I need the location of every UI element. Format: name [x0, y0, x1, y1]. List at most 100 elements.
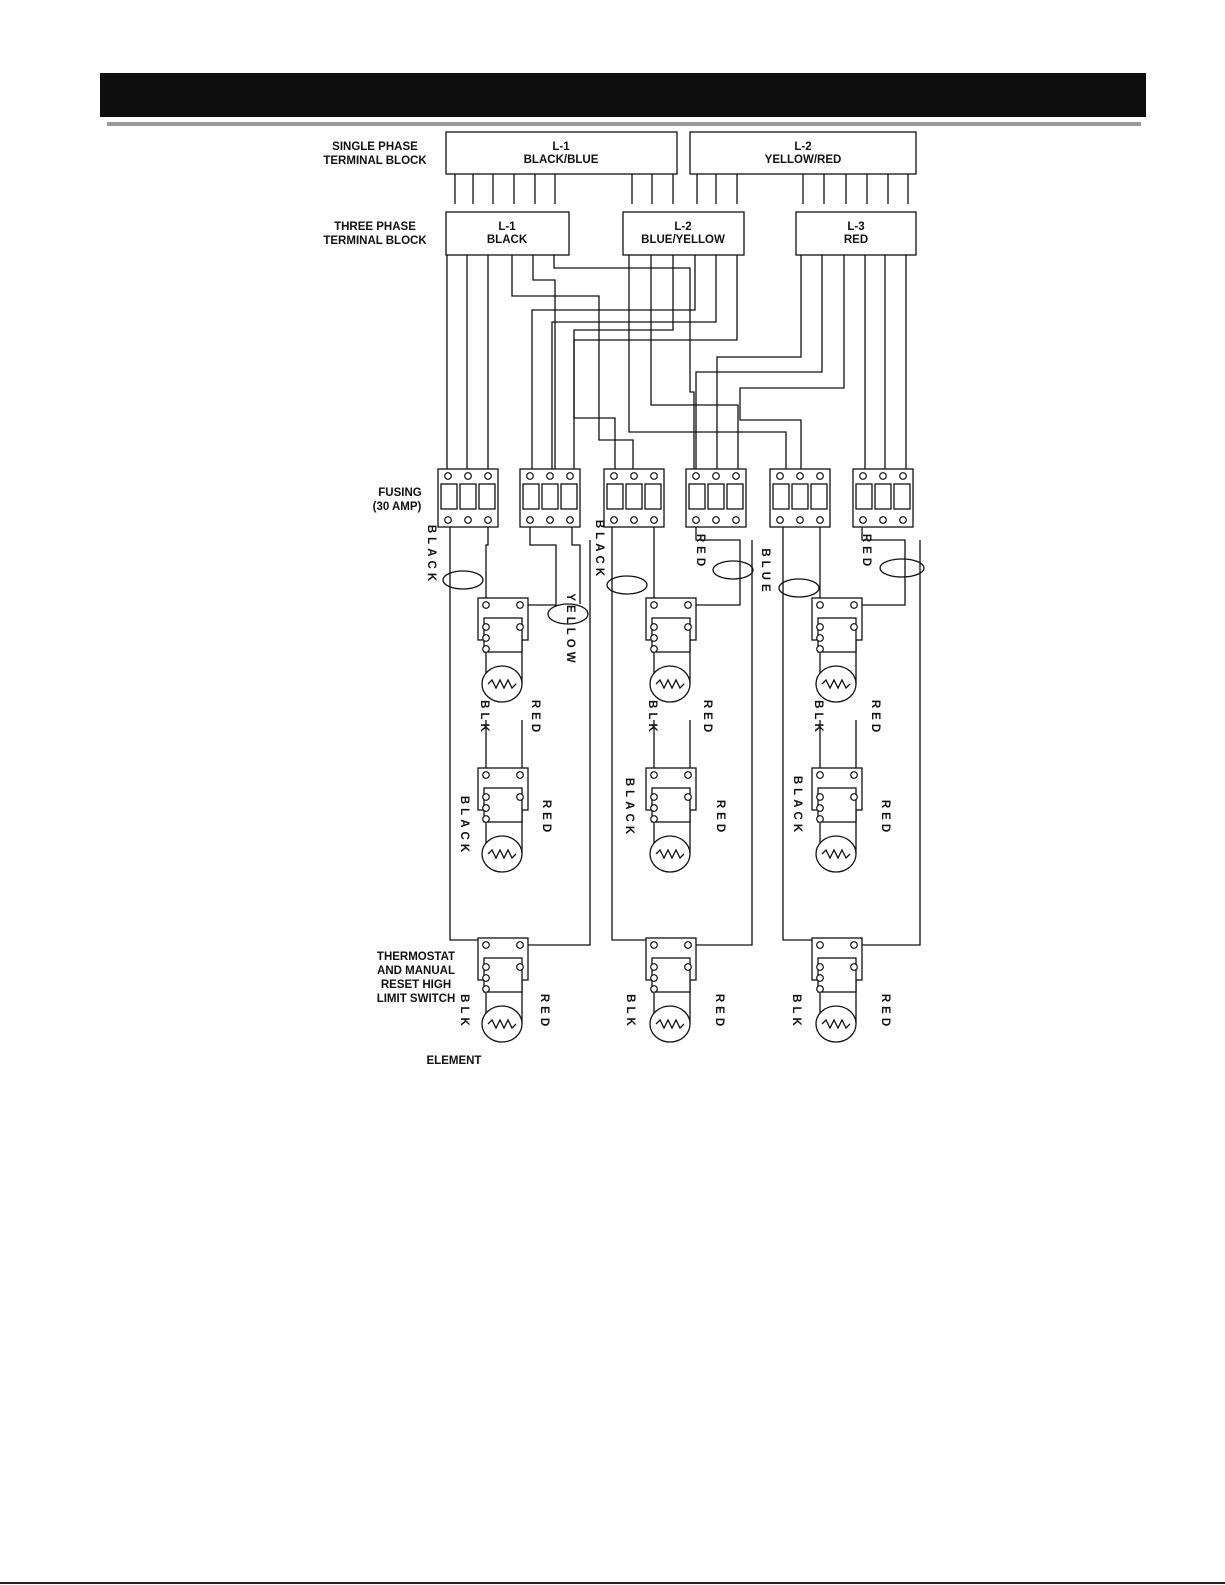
wire-label-red-2: RED: [860, 534, 872, 570]
thermostat-unit-c2-r2-switch: [652, 788, 690, 822]
terminal: [483, 602, 490, 609]
wire-label-black-r2c2: BLACK: [623, 778, 635, 838]
fuse-cartridge: [792, 484, 808, 509]
fusing-label-2: (30 AMP): [373, 501, 422, 513]
terminal: [851, 772, 858, 779]
fuse-terminal: [900, 473, 907, 480]
fuse-terminal: [445, 473, 452, 480]
terminal: [851, 794, 858, 801]
fuse-cartridge: [856, 484, 872, 509]
fuse-terminal: [817, 517, 824, 524]
cable-tie: [880, 559, 924, 577]
cable-tie: [779, 579, 819, 597]
terminal: [483, 794, 490, 801]
fuse-terminal: [733, 517, 740, 524]
terminal: [685, 964, 692, 971]
fuse-cartridge: [894, 484, 910, 509]
terminal: [651, 975, 658, 982]
wire-yellow: [552, 255, 716, 471]
terminal: [685, 772, 692, 779]
single-phase-block-l1: [446, 132, 677, 174]
thermostat-unit-c2-r1-switch: [652, 618, 690, 652]
terminal: [517, 624, 524, 631]
terminal: [817, 942, 824, 949]
fuse-terminal: [880, 473, 887, 480]
terminal: [651, 602, 658, 609]
thermostat-label-3: RESET HIGH: [381, 979, 451, 991]
fuse-terminal: [547, 473, 554, 480]
wire-label-black-2: BLACK: [593, 520, 605, 580]
terminal: [651, 805, 658, 812]
thermostat-label-4: LIMIT SWITCH: [377, 993, 456, 1005]
fuse-terminal: [797, 517, 804, 524]
terminal: [851, 602, 858, 609]
fuse-terminal: [485, 517, 492, 524]
fuse-terminal: [713, 473, 720, 480]
terminal: [483, 975, 490, 982]
terminal: [483, 816, 490, 823]
thermostat-unit-c3-r1-switch: [818, 618, 856, 652]
terminal: [817, 635, 824, 642]
wire-label-red-1: RED: [694, 534, 706, 570]
wire-label-blk-r1c2: BLK: [646, 700, 658, 736]
single-phase-label-1: SINGLE PHASE: [332, 141, 418, 153]
fuse-cartridge: [542, 484, 558, 509]
fuse-cartridge: [523, 484, 539, 509]
cable-tie: [443, 571, 483, 589]
wire-blue: [629, 255, 786, 471]
wire-label-red-r3c3: RED: [879, 994, 891, 1030]
terminal: [817, 794, 824, 801]
terminal: [483, 805, 490, 812]
thermostat-label-1: THERMOSTAT: [377, 951, 455, 963]
three-phase-label-2: TERMINAL BLOCK: [323, 235, 427, 247]
fuse-terminal: [817, 473, 824, 480]
three-phase-l1-line: L-1: [498, 221, 516, 233]
terminal: [817, 772, 824, 779]
terminal: [483, 635, 490, 642]
fuse-terminal: [611, 473, 618, 480]
fuse-terminal: [567, 473, 574, 480]
fuse-terminal: [713, 517, 720, 524]
wire-label-red-r1c3: RED: [869, 700, 881, 736]
single-phase-label-2: TERMINAL BLOCK: [323, 155, 427, 167]
wire-label-blk-r3c2: BLK: [624, 994, 636, 1030]
fuse-terminal: [777, 473, 784, 480]
thermostat-unit-c1-r1-switch: [484, 618, 522, 652]
fuse-terminal: [631, 517, 638, 524]
wire-label-black-r2c3: BLACK: [791, 776, 803, 836]
wire-loop: [688, 540, 752, 945]
fuse-terminal: [860, 473, 867, 480]
terminal: [651, 624, 658, 631]
three-phase-label-1: THREE PHASE: [334, 221, 416, 233]
three-phase-l2-color: BLUE/YELLOW: [641, 234, 725, 246]
fuse-terminal: [611, 517, 618, 524]
terminal: [685, 602, 692, 609]
terminal: [651, 964, 658, 971]
terminal: [483, 624, 490, 631]
fuse-terminal: [465, 517, 472, 524]
fuse-terminal: [733, 473, 740, 480]
terminal: [685, 624, 692, 631]
fuse-terminal: [860, 517, 867, 524]
terminal: [817, 964, 824, 971]
page-bottom-rule: [0, 1582, 1225, 1584]
thermostat-unit-c1-r2-switch: [484, 788, 522, 822]
terminal: [817, 602, 824, 609]
wire-label-blk-r1c3: BLK: [812, 700, 824, 736]
fuse-cartridge: [727, 484, 743, 509]
element-label: ELEMENT: [427, 1055, 482, 1067]
cable-tie: [713, 561, 753, 579]
fuse-terminal: [880, 517, 887, 524]
terminal: [517, 794, 524, 801]
fuse-cartridge: [441, 484, 457, 509]
single-phase-l1-line: L-1: [552, 141, 570, 153]
terminal: [517, 772, 524, 779]
wire-label-red-r2c3: RED: [879, 800, 891, 836]
fuse-terminal: [465, 473, 472, 480]
fuse-terminal: [567, 517, 574, 524]
three-phase-l2-line: L-2: [674, 221, 691, 233]
fuse-cartridge: [773, 484, 789, 509]
fuse-cartridge: [811, 484, 827, 509]
fuse-cartridge: [626, 484, 642, 509]
